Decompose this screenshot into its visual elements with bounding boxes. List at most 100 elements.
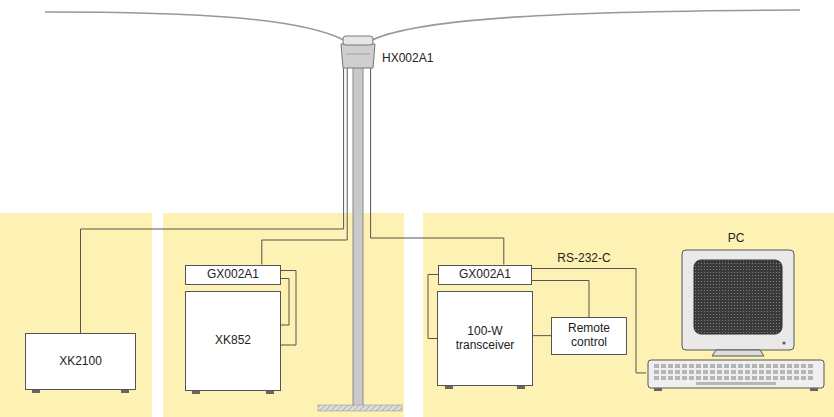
key	[682, 370, 687, 374]
key	[682, 376, 687, 380]
antenna-wire	[372, 10, 800, 40]
cable	[371, 68, 504, 265]
key	[801, 370, 806, 374]
device-foot	[121, 390, 129, 393]
pc-drawing	[646, 232, 826, 394]
monitor-stand	[712, 350, 764, 356]
key	[668, 370, 673, 374]
key	[654, 364, 659, 368]
device-foot	[192, 391, 200, 394]
key	[675, 376, 680, 380]
key	[794, 370, 799, 374]
key	[710, 376, 715, 380]
receiver-box: XK2100	[25, 333, 136, 390]
monitor-screen	[694, 260, 782, 334]
coupler-body	[341, 44, 375, 68]
key	[794, 376, 799, 380]
coupler-box: GX002A1	[438, 265, 532, 285]
key	[696, 376, 701, 380]
key	[724, 364, 729, 368]
antenna-coupler: HX002A1	[340, 34, 376, 68]
key	[724, 370, 729, 374]
keyboard-foot	[810, 388, 818, 391]
key	[759, 370, 764, 374]
key	[654, 376, 659, 380]
key	[745, 370, 750, 374]
device-foot	[517, 386, 525, 389]
key	[724, 376, 729, 380]
key	[675, 364, 680, 368]
key	[710, 364, 715, 368]
key	[710, 370, 715, 374]
coupler-cap	[343, 36, 373, 45]
cable	[262, 68, 347, 265]
key	[731, 370, 736, 374]
device-label: Remote control	[557, 322, 621, 350]
key	[787, 370, 792, 374]
cable	[281, 271, 296, 346]
key	[780, 364, 785, 368]
transceiver-box: 100-W transceiver	[437, 291, 533, 386]
key	[759, 376, 764, 380]
antenna-wire	[45, 12, 344, 40]
key	[773, 376, 778, 380]
key	[689, 364, 694, 368]
device-label: XK2100	[59, 355, 102, 369]
device-foot	[266, 391, 274, 394]
key	[717, 376, 722, 380]
key	[682, 364, 687, 368]
room-panel	[423, 213, 834, 417]
key	[703, 364, 708, 368]
key	[731, 376, 736, 380]
key	[703, 376, 708, 380]
key	[780, 376, 785, 380]
key	[808, 364, 813, 368]
key	[759, 364, 764, 368]
key	[766, 376, 771, 380]
key	[654, 370, 659, 374]
key	[752, 370, 757, 374]
cable	[281, 279, 289, 326]
key	[766, 370, 771, 374]
key	[808, 376, 813, 380]
device-foot	[32, 390, 40, 393]
key	[689, 370, 694, 374]
key	[738, 376, 743, 380]
monitor-case	[682, 250, 794, 350]
power-led	[783, 342, 786, 345]
key	[668, 376, 673, 380]
key	[745, 376, 750, 380]
key	[675, 370, 680, 374]
device-label: GX002A1	[459, 268, 511, 282]
cable	[532, 281, 589, 318]
key	[773, 364, 778, 368]
device-label: PC	[728, 232, 745, 246]
key	[801, 376, 806, 380]
key	[801, 364, 806, 368]
key	[661, 370, 666, 374]
key	[689, 376, 694, 380]
key	[794, 364, 799, 368]
keyboard	[648, 360, 824, 388]
device-label: GX002A1	[207, 268, 259, 282]
key	[661, 364, 666, 368]
key	[717, 370, 722, 374]
ground	[318, 405, 402, 411]
room-panel	[163, 213, 404, 417]
cable	[533, 335, 551, 336]
key	[696, 370, 701, 374]
key	[661, 376, 666, 380]
pc-figure: PC	[646, 232, 826, 394]
key	[696, 364, 701, 368]
key	[752, 376, 757, 380]
mast	[353, 62, 363, 406]
key	[808, 370, 813, 374]
cable	[532, 269, 646, 373]
key	[738, 370, 743, 374]
key	[703, 370, 708, 374]
key	[787, 376, 792, 380]
key	[745, 364, 750, 368]
key	[780, 370, 785, 374]
key	[731, 364, 736, 368]
transmitter-box: XK852	[185, 291, 281, 391]
